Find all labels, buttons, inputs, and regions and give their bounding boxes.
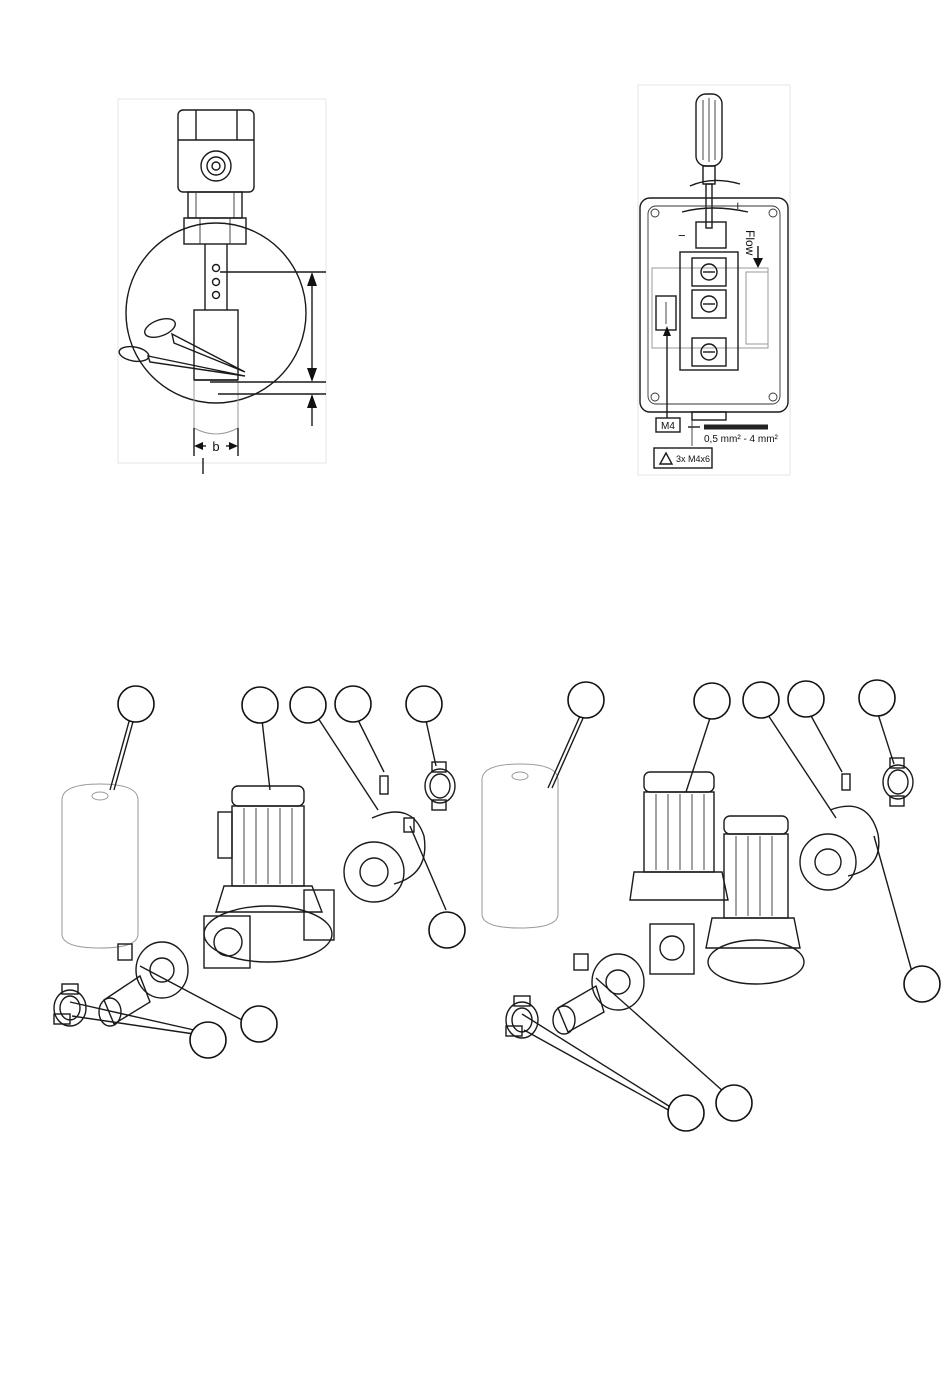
cable-gland-icon (201, 151, 231, 181)
callout-circle (242, 687, 278, 723)
callout-circle (241, 1006, 277, 1042)
callout-circle (190, 1022, 226, 1058)
flange-flow-switch (344, 776, 425, 902)
expansion-vessel (62, 784, 138, 948)
callout-circle (290, 687, 326, 723)
figure-frame (638, 85, 790, 475)
plus-sign: + (734, 198, 742, 213)
callout-circle (668, 1095, 704, 1131)
pipe-clamp (883, 758, 913, 806)
callout-circle (406, 686, 442, 722)
cable-gland (692, 412, 726, 420)
flow-label: Flow (743, 230, 757, 256)
pipe-clamp-lower (506, 996, 538, 1038)
expansion-vessel (482, 764, 558, 928)
callout-circle (118, 686, 154, 722)
terminal-box-figure: + − Flow M4 (638, 85, 790, 475)
callout-circle (694, 683, 730, 719)
cable-section-label: 0,5 mm² - 4 mm² (704, 434, 779, 445)
callout-circle (904, 966, 940, 1002)
flange-flow-switch (800, 774, 879, 890)
callout-circle (743, 682, 779, 718)
scissors-icon (118, 315, 245, 376)
single-pump-exploded-view (54, 686, 465, 1058)
figure-frame (118, 99, 326, 463)
callout-circle (788, 681, 824, 717)
paddle-trim-figure: b (118, 99, 326, 474)
adjust-screw (696, 222, 726, 248)
dimension-arrow-up (307, 272, 317, 286)
detail-circle (126, 223, 306, 403)
pipe-clamp (425, 762, 455, 810)
m4-label: M4 (661, 421, 675, 432)
warning-icon (660, 453, 672, 464)
twin-pump (630, 772, 804, 984)
single-pump (204, 786, 334, 968)
callout-circle (335, 686, 371, 722)
pipe-flange-assembly (553, 954, 644, 1034)
flow-arrow-icon (753, 258, 763, 268)
dimension-arrow-down (307, 368, 317, 382)
terminal-housing (640, 198, 788, 412)
callout-circle (859, 680, 895, 716)
hex-nut (184, 218, 246, 244)
twin-pump-exploded-view (482, 680, 940, 1131)
callout-circle (568, 682, 604, 718)
minus-sign: − (678, 228, 686, 243)
screw-warning-label: 3x M4x6 (676, 454, 710, 464)
paddle-cut-section (194, 380, 238, 434)
dimension-b-label: b (212, 439, 219, 454)
callout-circle (716, 1085, 752, 1121)
callout-circle (429, 912, 465, 948)
